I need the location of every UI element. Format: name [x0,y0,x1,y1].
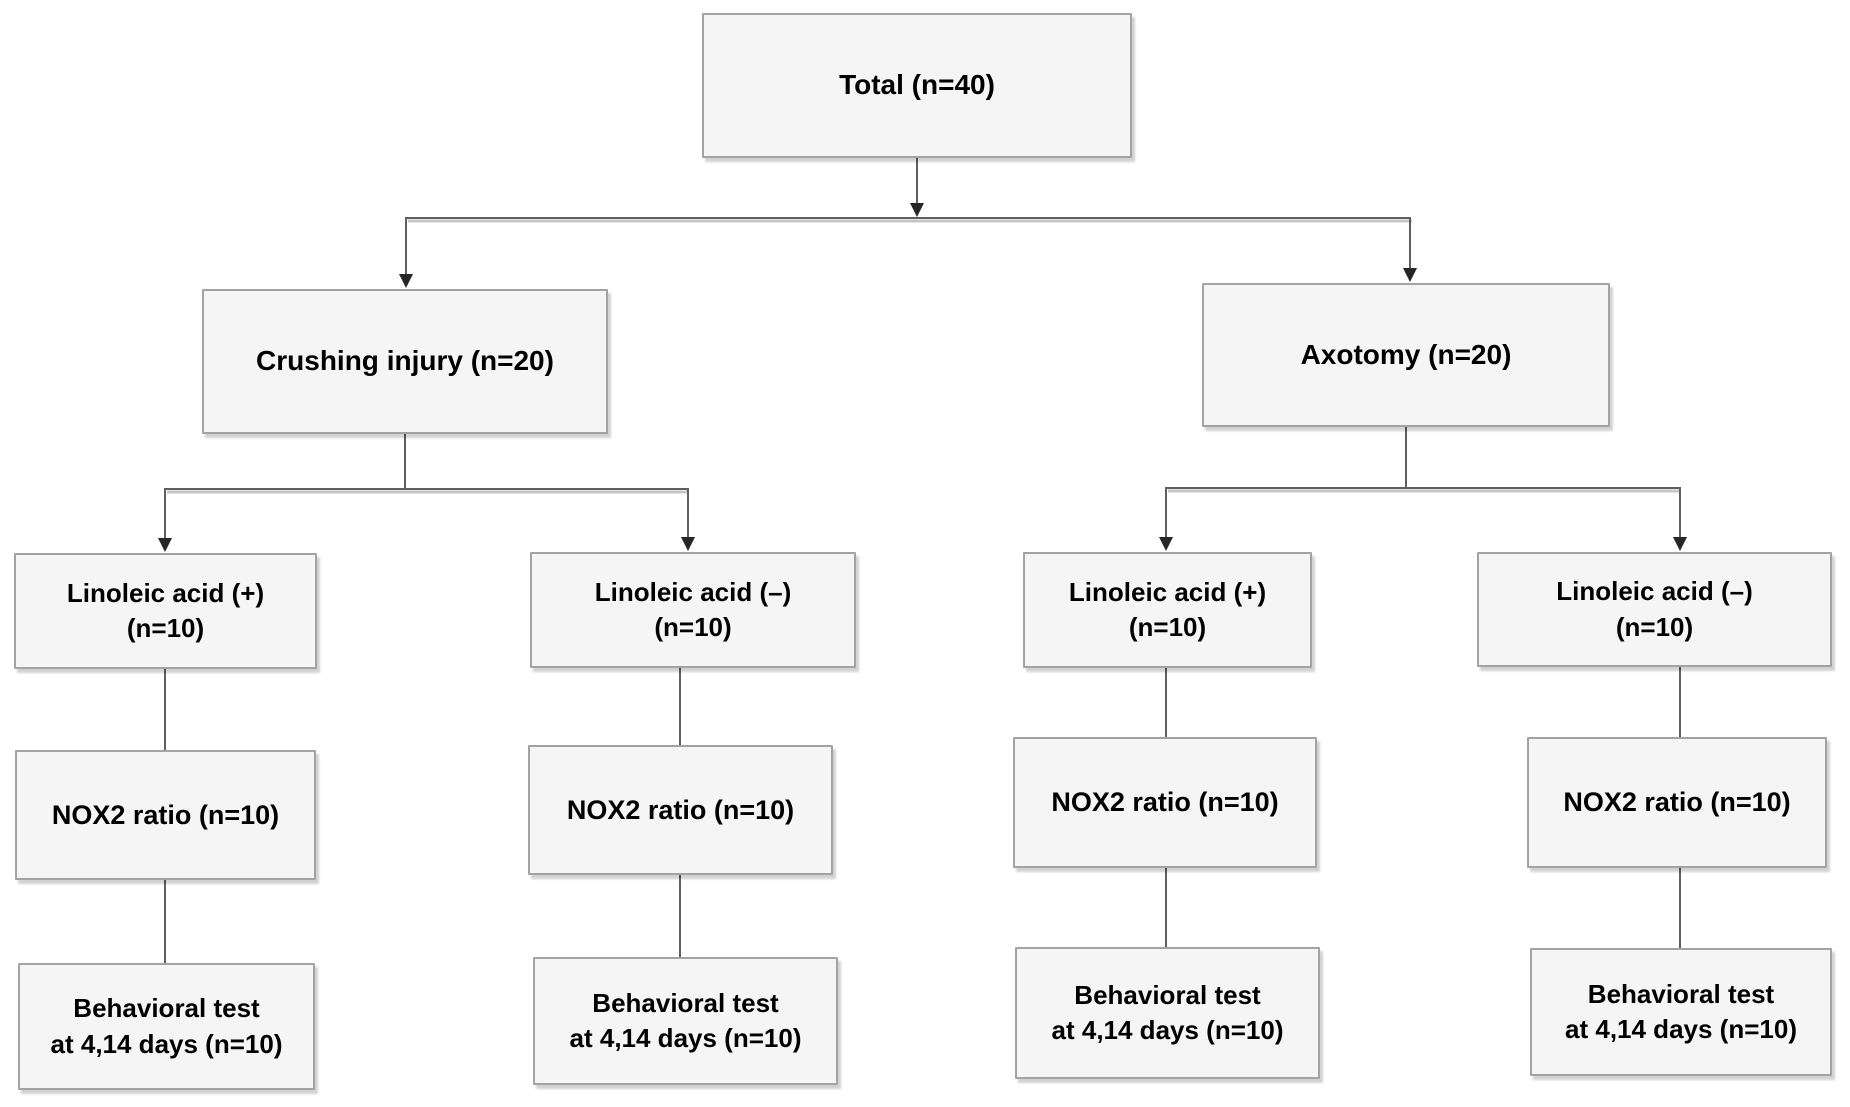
node-axo-plus-nox2: NOX2 ratio (n=10) [1013,737,1317,868]
node-axo-plus-behavioral: Behavioral test at 4,14 days (n=10) [1015,947,1320,1079]
arrowhead-crush-la-minus [681,537,695,551]
node-total-label: Total (n=40) [839,69,995,101]
node-axo-minus-behavioral-line1: Behavioral test [1587,978,1775,1009]
node-axo-linoleic-plus-line1: Linoleic acid (+) [1068,576,1267,607]
node-crush-plus-nox2: NOX2 ratio (n=10) [15,750,316,880]
node-axotomy: Axotomy (n=20) [1202,283,1610,427]
node-crush-plus-nox2-label: NOX2 ratio (n=10) [51,799,280,830]
node-axo-plus-behavioral-line2: at 4,14 days (n=10) [1051,1015,1284,1045]
node-crush-minus-nox2-label: NOX2 ratio (n=10) [566,794,795,825]
node-crush-minus-nox2: NOX2 ratio (n=10) [528,745,833,875]
node-crush-minus-behavioral: Behavioral test at 4,14 days (n=10) [533,957,838,1085]
node-axo-minus-nox2-label: NOX2 ratio (n=10) [1563,787,1791,818]
node-axo-linoleic-plus-line2: (n=10) [1128,612,1207,642]
arrowhead-crushing [399,274,413,288]
node-axo-linoleic-plus: Linoleic acid (+) (n=10) [1023,552,1312,668]
node-crushing-injury: Crushing injury (n=20) [202,289,608,434]
node-axo-plus-behavioral-line1: Behavioral test [1074,979,1261,1010]
arrowhead-axo-la-plus [1159,537,1173,551]
node-crush-linoleic-plus-line2: (n=10) [126,613,205,643]
arrowhead-axo-la-minus [1673,537,1687,551]
node-crush-plus-behavioral-line1: Behavioral test [73,993,260,1024]
node-crush-linoleic-minus-line2: (n=10) [654,612,732,642]
arrowhead-total-split [910,203,924,217]
node-axo-linoleic-minus: Linoleic acid (–) (n=10) [1477,552,1832,667]
node-axo-linoleic-minus-line2: (n=10) [1615,611,1694,642]
node-crush-minus-behavioral-line2: at 4,14 days (n=10) [569,1023,802,1053]
arrowhead-axotomy [1403,268,1417,282]
node-crush-minus-behavioral-line1: Behavioral test [592,987,779,1018]
node-axo-minus-nox2: NOX2 ratio (n=10) [1527,737,1827,868]
node-crush-plus-behavioral: Behavioral test at 4,14 days (n=10) [18,963,315,1090]
node-crush-linoleic-minus-line1: Linoleic acid (–) [594,576,792,607]
node-crush-linoleic-plus: Linoleic acid (+) (n=10) [14,553,317,669]
node-crush-linoleic-plus-line1: Linoleic acid (+) [66,577,265,608]
node-axotomy-label: Axotomy (n=20) [1300,338,1512,370]
node-crush-linoleic-minus: Linoleic acid (–) (n=10) [530,552,856,668]
node-crush-plus-behavioral-line2: at 4,14 days (n=10) [50,1028,283,1059]
node-axo-minus-behavioral: Behavioral test at 4,14 days (n=10) [1530,948,1832,1076]
node-axo-linoleic-minus-line1: Linoleic acid (–) [1556,576,1753,607]
arrowhead-crush-la-plus [158,538,172,552]
node-axo-plus-nox2-label: NOX2 ratio (n=10) [1051,787,1279,818]
node-total: Total (n=40) [702,13,1132,158]
node-crushing-injury-label: Crushing injury (n=20) [256,345,554,377]
node-axo-minus-behavioral-line2: at 4,14 days (n=10) [1565,1014,1797,1044]
